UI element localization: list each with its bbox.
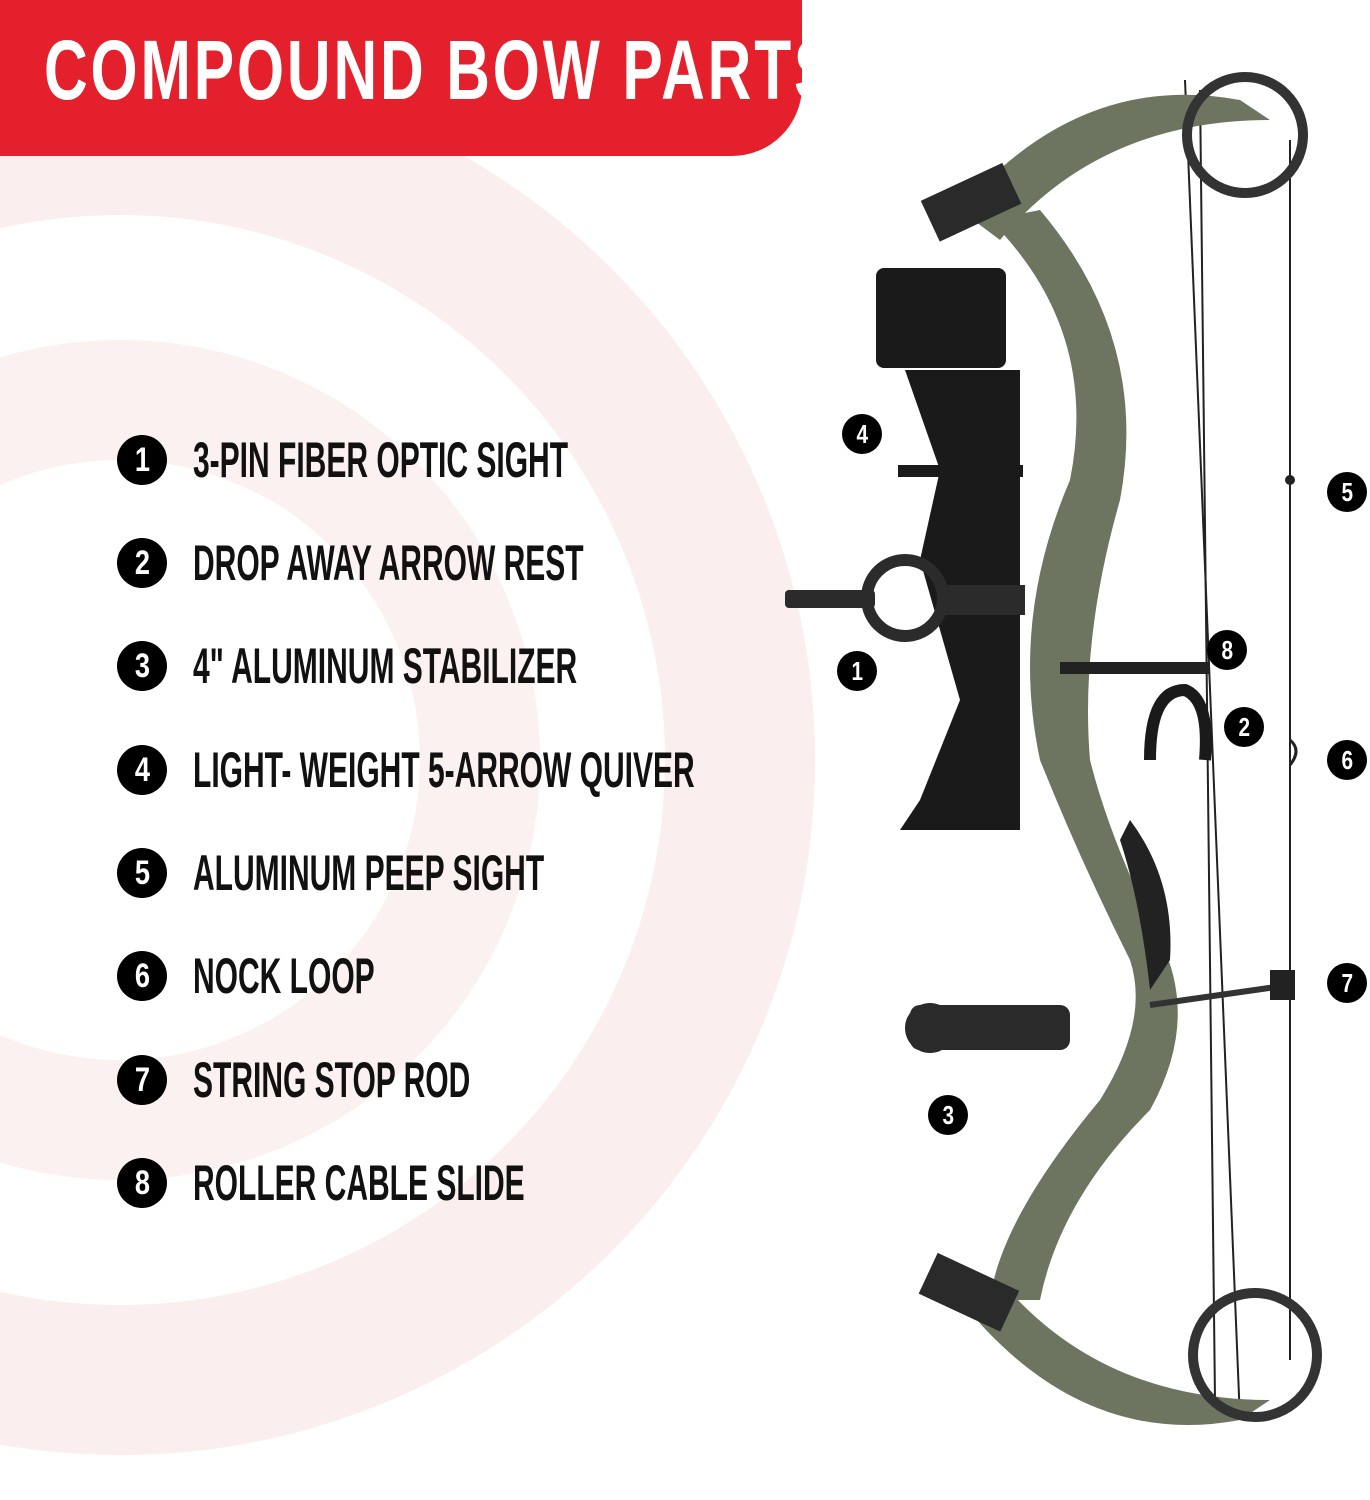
part-list-item: 2 DROP AWAY ARROW REST [117,537,844,589]
sight [785,554,1025,642]
part-list-item: 7 STRING STOP ROD [117,1054,655,1106]
part-list-item: 6 NOCK LOOP [117,950,496,1002]
number-badge: 1 [117,435,167,485]
number-badge: 6 [117,951,167,1001]
quiver [876,268,1023,830]
part-list-item: 4 LIGHT- WEIGHT 5-ARROW QUIVER [117,744,1029,796]
callout-marker-7: 7 [1327,963,1367,1003]
callout-marker-1: 1 [837,651,877,691]
part-list-item: 1 3-PIN FIBER OPTIC SIGHT [117,434,818,486]
callout-marker-2: 2 [1224,707,1264,747]
page-title: COMPOUND BOW PARTS [44,23,838,117]
upper-limb [960,94,1270,241]
callout-marker-8: 8 [1207,630,1247,670]
callout-marker-5: 5 [1327,472,1367,512]
number-badge: 7 [117,1055,167,1105]
stabilizer [905,1003,1070,1053]
number-badge: 2 [117,538,167,588]
upper-cam [1182,72,1308,198]
title-banner: COMPOUND BOW PARTS [0,0,834,156]
callout-marker-4: 4 [842,414,882,454]
callout-marker-6: 6 [1327,740,1367,780]
part-list-item: 8 ROLLER CABLE SLIDE [117,1157,746,1209]
part-label: NOCK LOOP [193,948,375,1004]
part-label: STRING STOP ROD [193,1052,471,1108]
part-label: ROLLER CABLE SLIDE [193,1155,525,1211]
number-badge: 8 [117,1158,167,1208]
number-badge: 4 [117,745,167,795]
part-label: 3-PIN FIBER OPTIC SIGHT [193,432,569,488]
part-label: LIGHT- WEIGHT 5-ARROW QUIVER [193,742,695,798]
part-list-item: 5 ALUMINUM PEEP SIGHT [117,847,778,899]
part-label: DROP AWAY ARROW REST [193,535,584,591]
lower-cam [1188,1288,1322,1422]
part-list-item: 3 4" ALUMINUM STABILIZER [117,640,833,692]
part-label: 4" ALUMINUM STABILIZER [193,638,578,694]
number-badge: 5 [117,848,167,898]
grip [1120,820,1171,990]
callout-marker-3: 3 [928,1095,968,1135]
number-badge: 3 [117,641,167,691]
part-label: ALUMINUM PEEP SIGHT [193,845,545,901]
riser [990,210,1178,1300]
